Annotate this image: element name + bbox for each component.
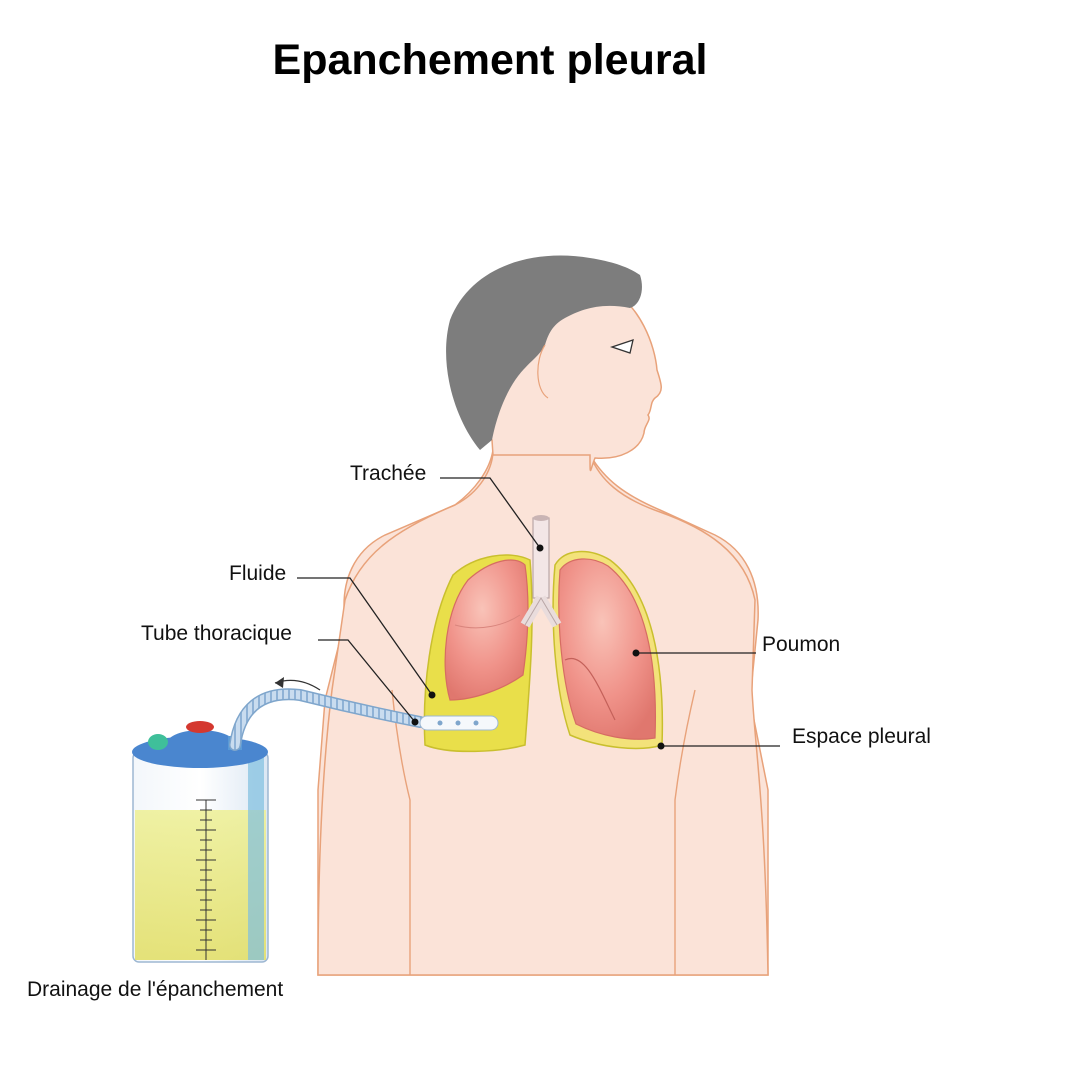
right-lung-lobe — [564, 657, 616, 721]
label-pleural-space: Espace pleural — [792, 725, 931, 748]
trachea-leader — [440, 477, 541, 549]
left-arm-line — [391, 689, 411, 975]
chest-tube — [229, 677, 499, 751]
label-trachea: Trachée — [350, 462, 426, 485]
label-drainage: Drainage de l'épanchement — [27, 978, 283, 1001]
trachea — [520, 515, 562, 628]
fluid-leader — [297, 577, 433, 696]
label-lung: Poumon — [762, 633, 840, 656]
chest-tube-leader — [318, 639, 416, 723]
torso-inner — [317, 399, 769, 976]
left-lung — [444, 559, 529, 701]
label-chest-tube: Tube thoracique — [141, 622, 292, 645]
human-torso — [317, 255, 769, 976]
ear — [537, 344, 549, 399]
hair — [446, 255, 642, 450]
measurement-scale — [196, 799, 216, 960]
drainage-bottle — [132, 721, 269, 963]
right-lung — [558, 558, 656, 740]
diagram-title: Epanchement pleural — [272, 36, 708, 84]
left-lung-lobe — [454, 614, 521, 629]
eye — [609, 339, 634, 354]
label-fluid: Fluide — [229, 562, 286, 585]
